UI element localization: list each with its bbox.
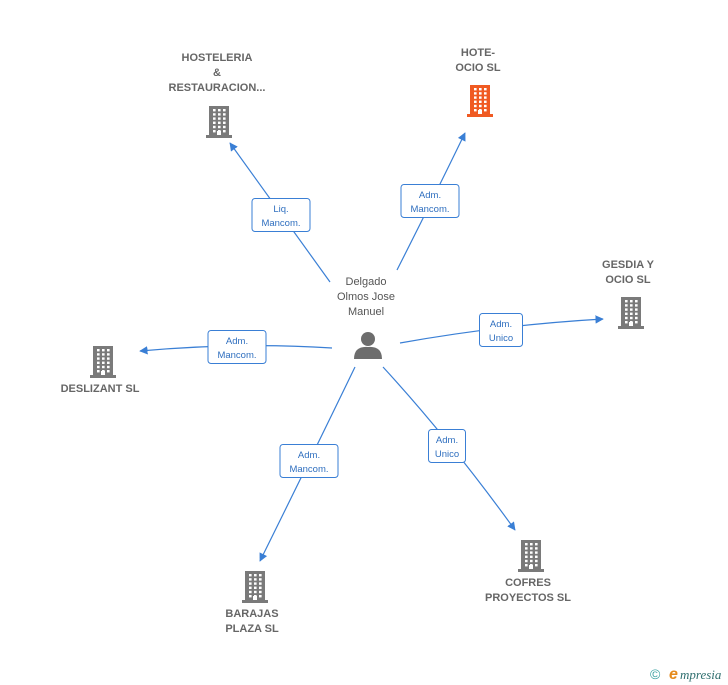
company-label-hosteleria-line-1: HOSTELERIA (182, 52, 253, 64)
building-icon (618, 297, 644, 329)
role-text-2: Unico (489, 333, 513, 344)
role-text-1: Adm. (298, 450, 320, 461)
building-icon (242, 571, 268, 603)
role-text-2: Mancom. (261, 218, 300, 229)
building-icon (467, 85, 493, 117)
company-node-cofres[interactable]: COFRES PROYECTOS SL (485, 540, 571, 604)
role-text-2: Mancom. (289, 464, 328, 475)
brand-name: mpresia (680, 667, 722, 682)
role-text-2: Mancom. (217, 350, 256, 361)
roles-layer: Liq.Mancom.Adm.Mancom.Adm.UnicoAdm.Manco… (207, 184, 523, 478)
company-node-hote-ocio[interactable]: HOTE- OCIO SL (455, 47, 501, 117)
company-label-cofres-line-2: PROYECTOS SL (485, 592, 571, 604)
company-label-hosteleria-line-2: & (213, 67, 221, 79)
center-name-line-1: Delgado (346, 276, 387, 288)
role-badge-hote-ocio[interactable]: Adm. Mancom. (400, 184, 460, 218)
company-label-deslizant-line-1: DESLIZANT SL (61, 383, 140, 395)
role-text-1: Adm. (436, 435, 458, 446)
building-icon (206, 106, 232, 138)
company-label-gesdia-line-1: GESDIA Y (602, 259, 655, 271)
nodes-layer: HOSTELERIA&RESTAURACION...HOTE-OCIO SLGE… (61, 47, 655, 635)
role-badge-barajas[interactable]: Adm. Mancom. (279, 444, 339, 478)
company-label-cofres-line-1: COFRES (505, 577, 551, 589)
role-badge-cofres[interactable]: Adm. Unico (428, 429, 466, 463)
building-icon (90, 346, 116, 378)
center-name-line-3: Manuel (348, 306, 384, 318)
company-label-barajas-line-2: PLAZA SL (225, 623, 279, 635)
company-label-barajas-line-1: BARAJAS (225, 608, 278, 620)
footer-brand[interactable]: © e mpresia (650, 666, 722, 683)
role-text-1: Adm. (226, 336, 248, 347)
company-label-hote-ocio-line-1: HOTE- (461, 47, 496, 59)
company-node-gesdia[interactable]: GESDIA Y OCIO SL (602, 259, 655, 329)
company-label-hote-ocio-line-2: OCIO SL (455, 62, 501, 74)
copyright-icon: © (650, 666, 661, 682)
role-text-2: Unico (435, 449, 459, 460)
brand-initial: e (669, 666, 678, 683)
center-name-line-2: Olmos Jose (337, 291, 395, 303)
role-text-1: Liq. (273, 204, 288, 215)
role-badge-hosteleria[interactable]: Liq. Mancom. (251, 198, 311, 232)
company-label-hosteleria-line-3: RESTAURACION... (169, 82, 266, 94)
role-badge-gesdia[interactable]: Adm. Unico (479, 313, 523, 347)
person-icon (354, 332, 382, 359)
company-node-deslizant[interactable]: DESLIZANT SL (61, 346, 140, 395)
role-text-2: Mancom. (410, 204, 449, 215)
company-node-hosteleria[interactable]: HOSTELERIA & RESTAURACION... (169, 52, 266, 138)
company-label-gesdia-line-2: OCIO SL (605, 274, 651, 286)
company-node-barajas[interactable]: BARAJAS PLAZA SL (225, 571, 279, 635)
role-badge-deslizant[interactable]: Adm. Mancom. (207, 330, 267, 364)
role-text-1: Adm. (419, 190, 441, 201)
building-icon (518, 540, 544, 572)
role-text-1: Adm. (490, 319, 512, 330)
